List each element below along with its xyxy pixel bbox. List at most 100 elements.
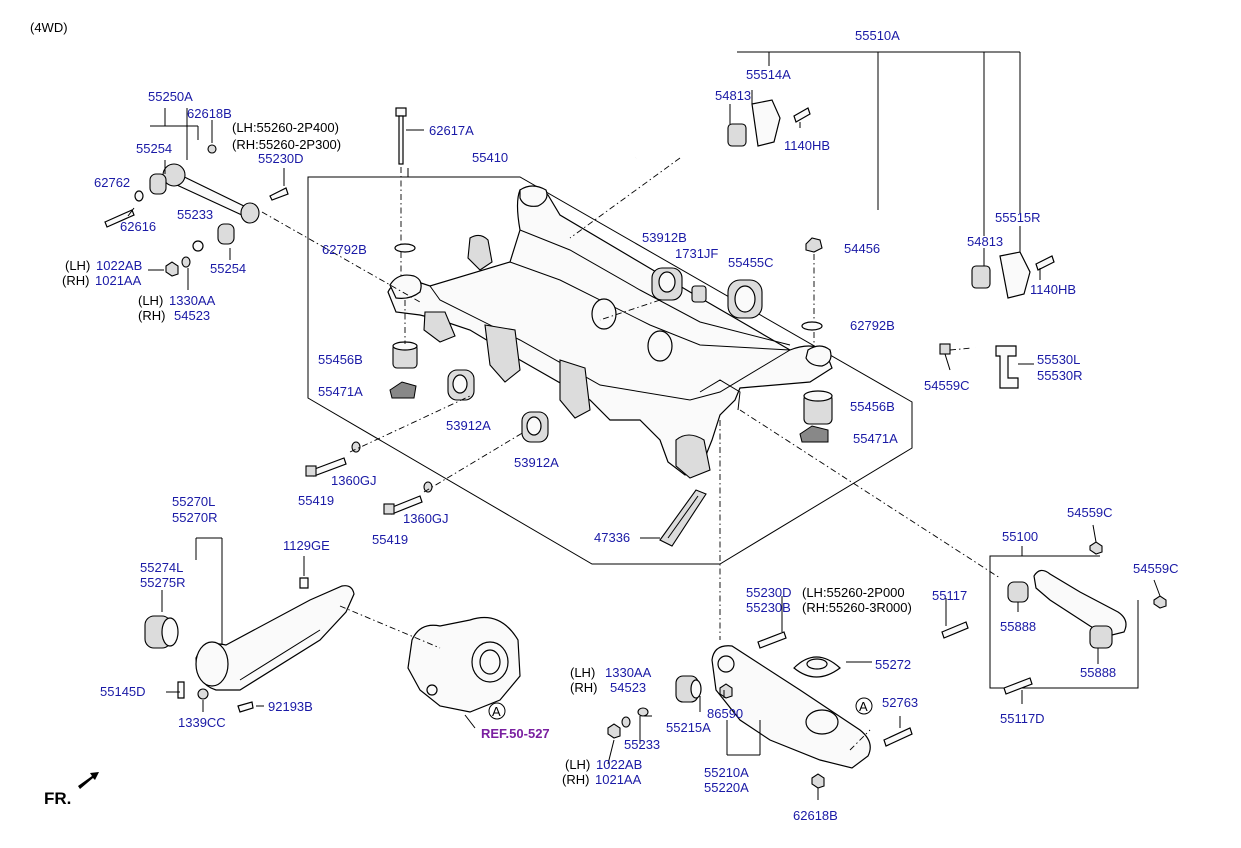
stabilizer-bar-55510A: [635, 99, 1055, 389]
label-55145D: 55145D: [100, 684, 146, 699]
label-lh-note-2: (LH:55260-2P000: [802, 585, 905, 600]
label-92193B: 92193B: [268, 699, 313, 714]
label-55117D: 55117D: [1000, 711, 1045, 726]
label-lh-3: (LH): [570, 665, 595, 680]
label-1330AA-b: 1330AA: [605, 665, 652, 680]
label-55215A: 55215A: [666, 720, 711, 735]
label-54456: 54456: [844, 241, 880, 256]
label-rh-4: (RH): [562, 772, 589, 787]
label-53912A-b: 53912A: [514, 455, 559, 470]
label-55233-top: 55233: [177, 207, 213, 222]
label-55272: 55272: [875, 657, 911, 672]
label-55233-b: 55233: [624, 737, 660, 752]
label-1021AA-top: 1021AA: [95, 273, 142, 288]
label-55471A-a: 55471A: [318, 384, 363, 399]
label-54559C-a: 54559C: [924, 378, 970, 393]
label-55117: 55117: [932, 588, 967, 603]
bolt-55419-a: [305, 457, 347, 477]
label-55456B-a: 55456B: [318, 352, 363, 367]
trailing-arm-55270: [144, 577, 355, 713]
label-54523-top: 54523: [174, 308, 210, 323]
label-53912B: 53912B: [642, 230, 687, 245]
label-55230D-b: 55230D: [746, 585, 792, 600]
label-55100: 55100: [1002, 529, 1038, 544]
label-1022AB-top: 1022AB: [96, 258, 142, 273]
label-55514A: 55514A: [746, 67, 791, 82]
rear-knuckle: [407, 616, 521, 720]
label-54813-a: 54813: [715, 88, 751, 103]
label-62762: 62762: [94, 175, 130, 190]
label-rh-note-1: (RH:55260-2P300): [232, 137, 341, 152]
label-1330AA-top: 1330AA: [169, 293, 216, 308]
label-rh-1: (RH): [62, 273, 89, 288]
bolt-62617A: [395, 107, 407, 165]
label-54559C-c: 54559C: [1133, 561, 1179, 576]
label-55410: 55410: [472, 150, 508, 165]
bushing-55456B-right: [803, 390, 833, 425]
label-rh-note-2: (RH:55260-3R000): [802, 600, 912, 615]
label-55275R: 55275R: [140, 575, 186, 590]
label-55230D-top: 55230D: [258, 151, 304, 166]
nut-1360GJ-a: [351, 441, 361, 453]
lateral-arm-55100: [941, 541, 1167, 695]
label-55456B-b: 55456B: [850, 399, 895, 414]
part-labels: 55250A 62618B (LH:55260-2P400) (RH:55260…: [62, 28, 1179, 823]
label-55530L: 55530L: [1037, 352, 1080, 367]
label-lh-1: (LH): [65, 258, 90, 273]
label-55254-a: 55254: [136, 141, 172, 156]
label-55888-b: 55888: [1080, 665, 1116, 680]
label-62618B-b: 62618B: [793, 808, 838, 823]
label-rh-3: (RH): [570, 680, 597, 695]
label-1339CC: 1339CC: [178, 715, 226, 730]
label-47336: 47336: [594, 530, 630, 545]
rear-crossmember: [387, 185, 833, 479]
front-arrow-icon: [78, 772, 99, 789]
label-55220A: 55220A: [704, 780, 749, 795]
subframe-group-frame: [307, 176, 913, 565]
nut-1360GJ-b: [423, 481, 433, 493]
label-55230B: 55230B: [746, 600, 791, 615]
label-55515R: 55515R: [995, 210, 1041, 225]
label-52763: 52763: [882, 695, 918, 710]
label-62617A: 62617A: [429, 123, 474, 138]
stopper-55471A-right: [799, 425, 829, 443]
label-53912A-a: 53912A: [446, 418, 491, 433]
callout-a-lower-arm: A: [859, 699, 868, 714]
label-62792B-a: 62792B: [322, 242, 367, 257]
lower-arm-55210A: [607, 631, 913, 789]
label-1140HB-b: 1140HB: [1030, 282, 1076, 297]
label-1140HB-a: 1140HB: [784, 138, 830, 153]
label-1360GJ-a: 1360GJ: [331, 473, 377, 488]
stopper-55471A-left: [389, 381, 417, 399]
bushing-55455C: [727, 279, 763, 319]
leader-lines: [127, 51, 1161, 800]
label-lh-4: (LH): [565, 757, 590, 772]
label-86590: 86590: [707, 706, 743, 721]
label-55471A-b: 55471A: [853, 431, 898, 446]
label-55455C: 55455C: [728, 255, 774, 270]
bolt-1731JF: [691, 285, 707, 303]
label-1129GE: 1129GE: [283, 538, 330, 553]
label-62616: 62616: [120, 219, 156, 234]
upper-arm-55250A: [104, 144, 289, 277]
label-1360GJ-b: 1360GJ: [403, 511, 449, 526]
nut-54456: [805, 237, 823, 253]
variant-label: (4WD): [30, 20, 68, 35]
label-1021AA-b: 1021AA: [595, 772, 642, 787]
label-54523-b: 54523: [610, 680, 646, 695]
label-55270R: 55270R: [172, 510, 218, 525]
label-55274L: 55274L: [140, 560, 183, 575]
washer-62792B-a: [394, 243, 416, 253]
label-lh-2: (LH): [138, 293, 163, 308]
label-1731JF: 1731JF: [675, 246, 718, 261]
washer-62792B-b: [801, 321, 823, 331]
label-1022AB-b: 1022AB: [596, 757, 642, 772]
bushing-55456B-left: [392, 341, 418, 369]
label-55530R: 55530R: [1037, 368, 1083, 383]
callout-a-knuckle: A: [492, 704, 501, 719]
label-55210A: 55210A: [704, 765, 749, 780]
bushing-53912A-a: [447, 369, 475, 401]
label-62792B-b: 62792B: [850, 318, 895, 333]
label-62618B-top: 62618B: [187, 106, 232, 121]
